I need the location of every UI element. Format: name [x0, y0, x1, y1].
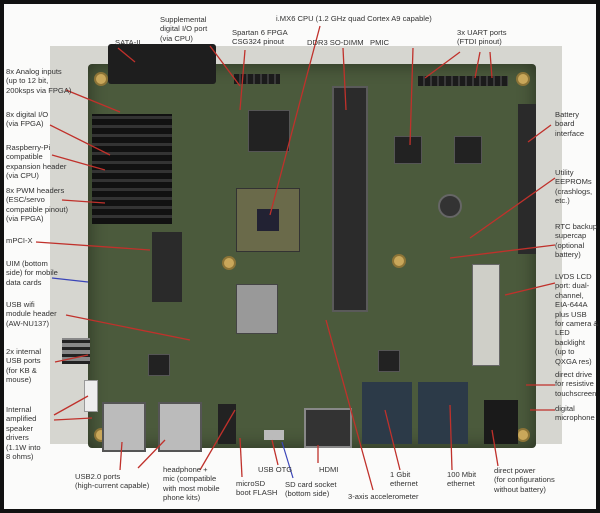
- label-battery-interface: Battery board interface: [555, 110, 585, 138]
- label-sd-card: SD card socket (bottom side): [285, 480, 337, 499]
- label-mpcie: mPCI-X: [6, 236, 33, 245]
- label-usb-otg: USB OTG: [258, 465, 293, 474]
- label-gbit-ethernet: 1 Gbit ethernet: [390, 470, 418, 489]
- mounting-hole: [516, 428, 530, 442]
- label-usb-wifi: USB wifi module header (AW-NU137): [6, 300, 57, 328]
- label-rtc-supercap: RTC backup supercap (optional battery): [555, 222, 598, 260]
- usb2-port: [158, 402, 202, 452]
- label-headphone: headphone + mic (compatible with most mo…: [163, 465, 220, 503]
- label-accelerometer: 3-axis accelerometer: [348, 492, 419, 501]
- label-direct-power: direct power (for configurations without…: [494, 466, 555, 494]
- pmic-chip: [394, 136, 422, 164]
- speaker-connector: [84, 380, 98, 412]
- cpu-package: [236, 188, 300, 252]
- label-fpga: Spartan 6 FPGA CSG324 pinout: [232, 28, 288, 47]
- label-pwm-headers: 8x PWM headers (ESC/servo compatible pin…: [6, 186, 69, 224]
- pin-headers-block: [92, 114, 172, 224]
- label-eeproms: Utility EEPROMs (crashlogs, etc.): [555, 168, 593, 206]
- battery-eeprom-connectors: [518, 104, 536, 254]
- label-digital-mic: digital microphone: [555, 404, 595, 423]
- lvds-connector: [472, 264, 500, 366]
- cpu-die: [257, 209, 279, 231]
- inductor: [454, 136, 482, 164]
- mpcie-slot: [152, 232, 182, 302]
- label-lvds: LVDS LCD port: dual- channel, EIA-644A p…: [555, 272, 599, 366]
- uart-header: [418, 76, 508, 86]
- power-jack: [484, 400, 518, 444]
- label-cpu: i.MX6 CPU (1.2 GHz quad Cortex A9 capabl…: [276, 14, 432, 23]
- label-pmic: PMIC: [370, 38, 389, 47]
- mounting-hole: [392, 254, 406, 268]
- label-speaker-drivers: Internal amplified speaker drivers (1.1W…: [6, 405, 41, 462]
- label-analog-inputs: 8x Analog inputs (up to 12 bit, 200ksps …: [6, 67, 72, 95]
- label-sata: SATA-II: [115, 38, 141, 47]
- usb2-port: [102, 402, 146, 452]
- label-touchscreen: direct drive for resistive touchscreen: [555, 370, 597, 398]
- supplemental-io-header: [234, 74, 280, 84]
- mounting-hole: [222, 256, 236, 270]
- label-raspberry-pi-header: Raspberry-Pi compatible expansion header…: [6, 143, 67, 181]
- label-hdmi: HDMI: [319, 465, 339, 474]
- label-ddr3: DDR3 SO-DIMM: [307, 38, 364, 47]
- usb-otg-port: [264, 430, 284, 440]
- label-microsd: microSD boot FLASH: [236, 479, 278, 498]
- ddr3-sodimm-slot: [332, 86, 368, 312]
- mbit-ethernet-jack: [418, 382, 468, 444]
- circuit-board: [88, 44, 536, 452]
- microsd-socket: [236, 284, 278, 334]
- label-supplemental-io: Supplemental digital I/O port (via CPU): [160, 15, 208, 43]
- mounting-hole: [94, 72, 108, 86]
- internal-usb-pins: [62, 338, 90, 364]
- headphone-jack: [218, 404, 236, 444]
- sata-connector: [108, 44, 216, 84]
- gbit-ethernet-jack: [362, 382, 412, 444]
- label-digital-io: 8x digital I/O (via FPGA): [6, 110, 49, 129]
- mounting-hole: [516, 72, 530, 86]
- label-usb2-ports: USB2.0 ports (high-current capable): [75, 472, 150, 491]
- rtc-supercap: [438, 194, 462, 218]
- label-uart: 3x UART ports (FTDI pinout): [457, 28, 507, 47]
- label-internal-usb: 2x internal USB ports (for KB & mouse): [6, 347, 42, 385]
- ethernet-chip: [378, 350, 400, 372]
- usb-hub-chip: [148, 354, 170, 376]
- label-100mbit-ethernet: 100 Mbit ethernet: [447, 470, 477, 489]
- hdmi-port: [304, 408, 352, 448]
- label-uim: UIM (bottom side) for mobile data cards: [6, 259, 58, 287]
- fpga-chip: [248, 110, 290, 152]
